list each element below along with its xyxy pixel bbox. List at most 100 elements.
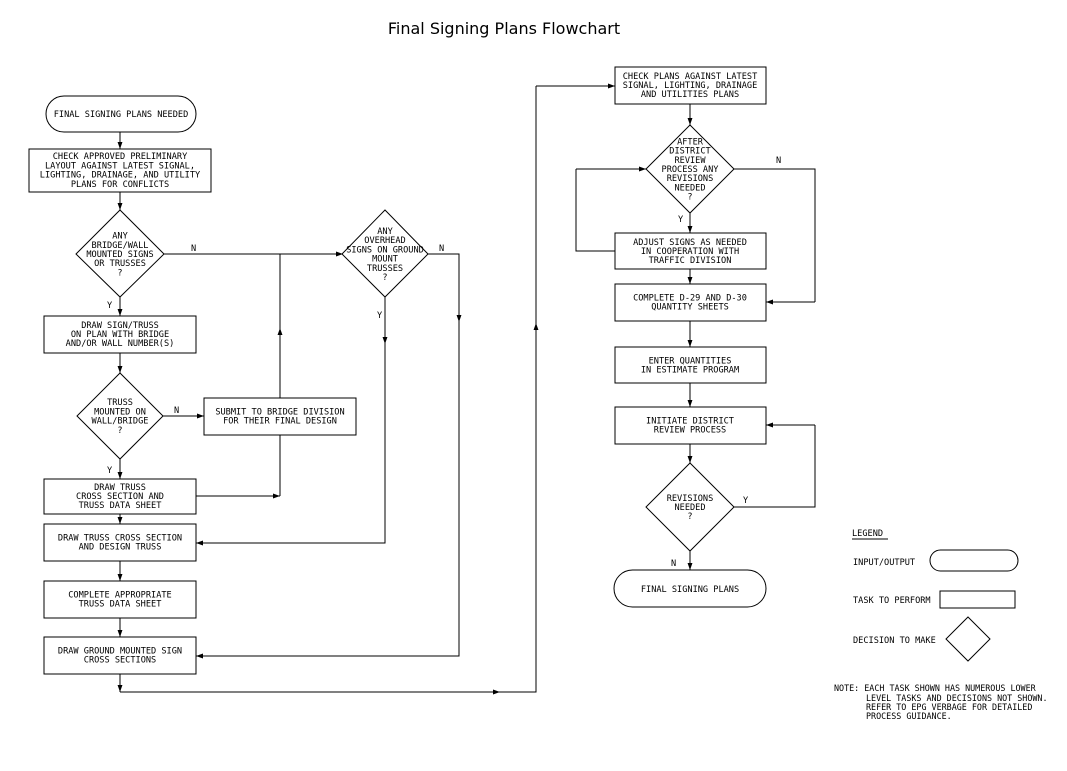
dec-revisions-line: REVISIONS: [667, 494, 714, 504]
check-latest-line: SIGNAL, LIGHTING, DRAINAGE: [623, 81, 758, 91]
check-prelim-line: LAYOUT AGAINST LATEST SIGNAL,: [45, 161, 195, 171]
dec-overhead-line: TRUSSES: [367, 264, 403, 274]
dec-truss-line: ?: [117, 426, 122, 436]
complete-sheet-line: COMPLETE APPROPRIATE: [68, 590, 171, 600]
complete-d29-line: COMPLETE D-29 AND D-30: [633, 293, 747, 303]
note-line-1: NOTE: EACH TASK SHOWN HAS NUMEROUS LOWER: [834, 683, 1037, 693]
initiate-line: INITIATE DISTRICT: [646, 416, 734, 426]
connectors: [117, 83, 816, 695]
ground-xs-line: CROSS SECTIONS: [84, 656, 156, 666]
design-truss-task: [43, 523, 197, 562]
dec-truss-line: WALL/BRIDGE: [92, 417, 149, 427]
label-yes-revisions: Y: [743, 496, 749, 506]
submit-bridge-line: FOR THEIR FINAL DESIGN: [223, 417, 337, 427]
complete-truss-sheet-task: [43, 580, 197, 619]
dec-overhead-line: ANY: [377, 227, 393, 237]
dec-revisions-line: ?: [687, 512, 692, 522]
start-terminator: [45, 95, 197, 133]
ground-mounted-xs-task: [43, 636, 197, 675]
dec-district-line: DISTRICT: [669, 147, 710, 157]
end-terminator-text: FINAL SIGNING PLANS: [641, 585, 739, 595]
draw-truss-xs-line: CROSS SECTION AND: [76, 492, 164, 502]
note-line-4: PROCESS GUIDANCE.: [866, 711, 952, 721]
draw-sign-task: [43, 315, 197, 354]
design-truss-line: DRAW TRUSS CROSS SECTION: [58, 533, 182, 543]
legend-decision-shape: [945, 616, 991, 662]
label-no-truss: N: [174, 406, 179, 416]
label-yes-truss: Y: [107, 466, 113, 476]
legend-input-output-label: INPUT/OUTPUT: [853, 558, 915, 568]
legend-decision-label: DECISION TO MAKE: [853, 636, 936, 646]
check-prelim-task: [28, 148, 212, 193]
start-terminator-text: FINAL SIGNING PLANS NEEDED: [54, 110, 189, 120]
bridge-wall-decision: [75, 209, 165, 298]
submit-bridge-line: SUBMIT TO BRIDGE DIVISION: [215, 407, 344, 417]
dec-district-line: NEEDED: [674, 183, 705, 193]
revisions-needed-decision: [645, 462, 735, 552]
dec-bridge-line: MOUNTED SIGNS: [86, 250, 153, 260]
dec-district-line: REVIEW: [674, 156, 706, 166]
page-title: Final Signing Plans Flowchart: [388, 19, 620, 38]
dec-bridge-line: ANY: [112, 232, 128, 242]
overhead-decision: [341, 209, 429, 298]
dec-overhead-line: ?: [382, 273, 387, 283]
draw-truss-xs-task: [43, 478, 197, 515]
draw-sign-line: DRAW SIGN/TRUSS: [81, 321, 159, 331]
label-no-overhead: N: [439, 244, 444, 254]
legend: LEGEND INPUT/OUTPUT TASK TO PERFORM DECI…: [852, 529, 1019, 662]
check-latest-line: AND UTILITIES PLANS: [641, 90, 739, 100]
initiate-line: REVIEW PROCESS: [654, 426, 726, 436]
adjust-line: IN COOPERATION WITH: [641, 247, 739, 257]
label-yes-bridge: Y: [107, 301, 113, 311]
initiate-review-task: [614, 406, 767, 445]
draw-truss-xs-line: TRUSS DATA SHEET: [79, 501, 162, 511]
check-prelim-line: PLANS FOR CONFLICTS: [71, 180, 169, 190]
enter-qty-line: ENTER QUANTITIES: [649, 356, 732, 366]
adjust-line: TRAFFIC DIVISION: [649, 256, 732, 266]
dec-truss-line: MOUNTED ON: [94, 407, 146, 417]
check-latest-task: [614, 66, 767, 105]
enter-qty-line: IN ESTIMATE PROGRAM: [641, 366, 739, 376]
label-no-district: N: [776, 156, 781, 166]
dec-district-line: ?: [687, 193, 692, 203]
dec-bridge-line: OR TRUSSES: [94, 259, 146, 269]
dec-truss-line: TRUSS: [107, 398, 133, 408]
complete-sheet-line: TRUSS DATA SHEET: [79, 600, 162, 610]
design-truss-line: AND DESIGN TRUSS: [79, 543, 162, 553]
check-prelim-line: LIGHTING, DRAINAGE, AND UTILITY: [40, 171, 201, 181]
start-line: FINAL SIGNING PLANS NEEDED: [54, 110, 189, 120]
submit-bridge-task: [203, 397, 357, 436]
label-yes-overhead: Y: [377, 311, 383, 321]
adjust-signs-task: [614, 232, 767, 270]
label-yes-district: Y: [678, 215, 684, 225]
branch-labels: N Y N Y Y N Y N Y N: [107, 156, 781, 569]
dec-bridge-line: ?: [117, 268, 122, 278]
check-prelim-line: CHECK APPROVED PRELIMINARY: [53, 152, 188, 162]
complete-d29-task: [614, 283, 767, 322]
dec-overhead-line: SIGNS ON GROUND: [346, 245, 424, 255]
end-line: FINAL SIGNING PLANS: [641, 585, 739, 595]
dec-district-line: REVISIONS: [667, 174, 714, 184]
legend-input-output-shape: [929, 549, 1019, 572]
draw-sign-line: AND/OR WALL NUMBER(S): [66, 339, 175, 349]
end-terminator: [613, 569, 767, 608]
ground-xs-line: DRAW GROUND MOUNTED SIGN: [58, 646, 182, 656]
draw-sign-line: ON PLAN WITH BRIDGE: [71, 330, 169, 340]
draw-truss-xs-line: DRAW TRUSS: [94, 483, 146, 493]
